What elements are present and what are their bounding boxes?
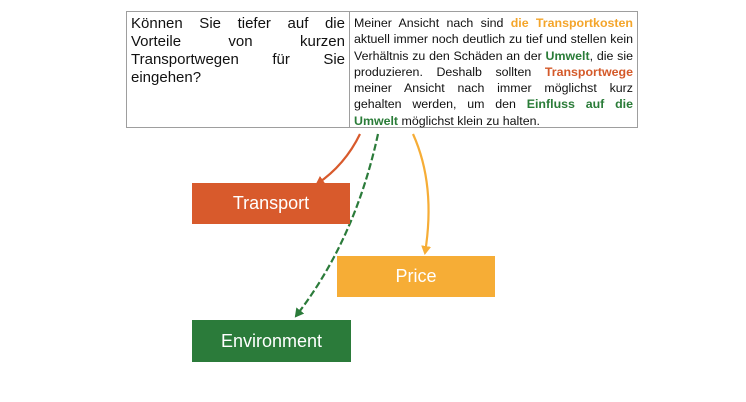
question-text: Können Sie tiefer auf die Vorteile von k… — [131, 15, 345, 86]
transport-label: Transport — [232, 193, 310, 213]
answer-text-3: , die sie produzieren. Deshalb sollten — [354, 48, 634, 79]
environment-label: Environment — [220, 330, 323, 351]
question-cell: Können Sie tiefer auf die Vorteile von k… — [127, 12, 350, 127]
answer-text-1: Meiner Ansicht nach sind — [354, 16, 511, 30]
highlight-transport-routes: Transportwege — [544, 64, 633, 79]
interview-table: Können Sie tiefer auf die Vorteile von k… — [126, 11, 638, 128]
highlight-transport-costs: die Transportkosten — [510, 16, 633, 30]
arrow-to-transport — [315, 133, 361, 186]
answer-text-5: möglichst klein zu halten. — [398, 113, 540, 128]
highlight-environment: Umwelt — [545, 48, 590, 63]
highlight-environmental-impact: Einfluss auf die Umwelt — [354, 97, 634, 128]
environment-box: Environment — [192, 320, 351, 362]
arrow-to-price — [411, 133, 432, 255]
answer-cell: Meiner Ansicht nach sind die Transportko… — [350, 12, 637, 128]
answer-text-2: aktuell immer noch deutlich zu tief und … — [354, 32, 633, 63]
price-box: Price — [337, 256, 495, 297]
arrow-to-environment — [294, 133, 380, 318]
transport-box: Transport — [192, 183, 350, 224]
price-label: Price — [395, 266, 437, 286]
answer-text-4: meiner Ansicht nach immer möglichst kurz… — [354, 81, 633, 112]
